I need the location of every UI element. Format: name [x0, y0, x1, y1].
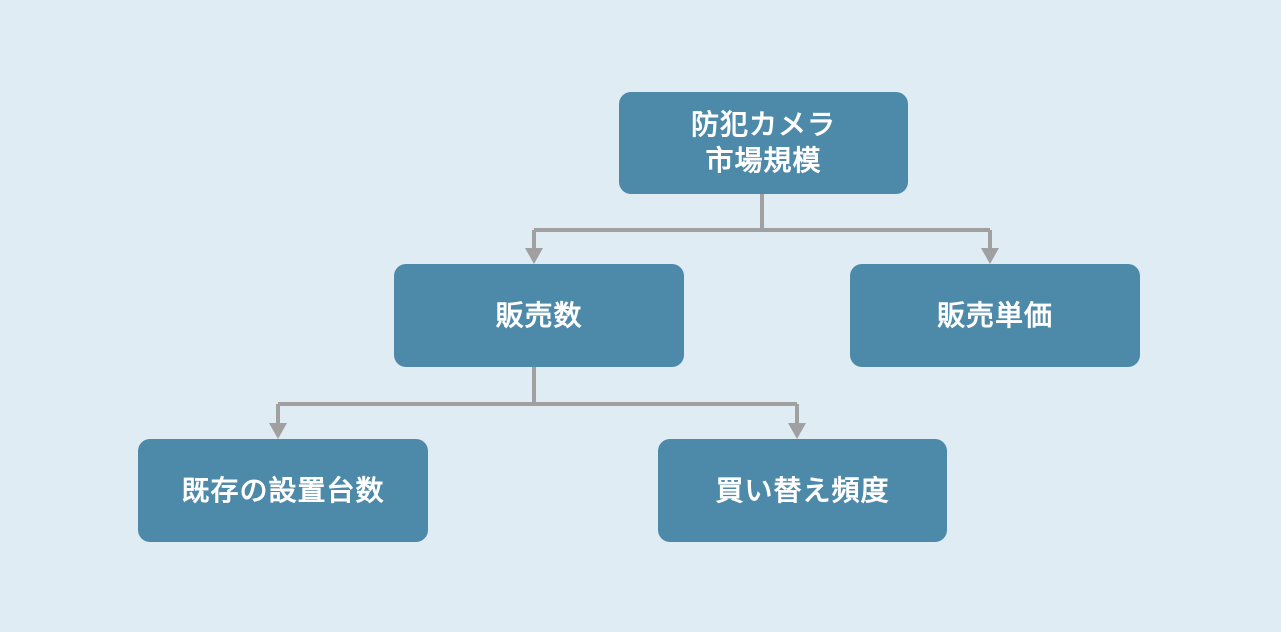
node-installed-base-label: 既存の設置台数 [181, 473, 385, 507]
node-replacement-frequency: 買い替え頻度 [658, 439, 947, 542]
node-security-camera-market-size: 防犯カメラ 市場規模 [619, 92, 908, 194]
arrowhead-unit-price [981, 248, 999, 264]
arrowhead-installed-base [269, 423, 287, 439]
node-sales-count: 販売数 [394, 264, 684, 367]
node-root-line2: 市場規模 [705, 144, 822, 177]
arrowhead-replacement [788, 423, 806, 439]
node-unit-price: 販売単価 [850, 264, 1140, 367]
node-installed-base: 既存の設置台数 [138, 439, 428, 542]
arrowhead-sales-count [525, 248, 543, 264]
node-unit-price-label: 販売単価 [936, 298, 1053, 332]
node-replacement-frequency-label: 買い替え頻度 [715, 473, 890, 507]
node-sales-count-label: 販売数 [495, 298, 583, 332]
node-root-line1: 防犯カメラ [690, 108, 836, 141]
